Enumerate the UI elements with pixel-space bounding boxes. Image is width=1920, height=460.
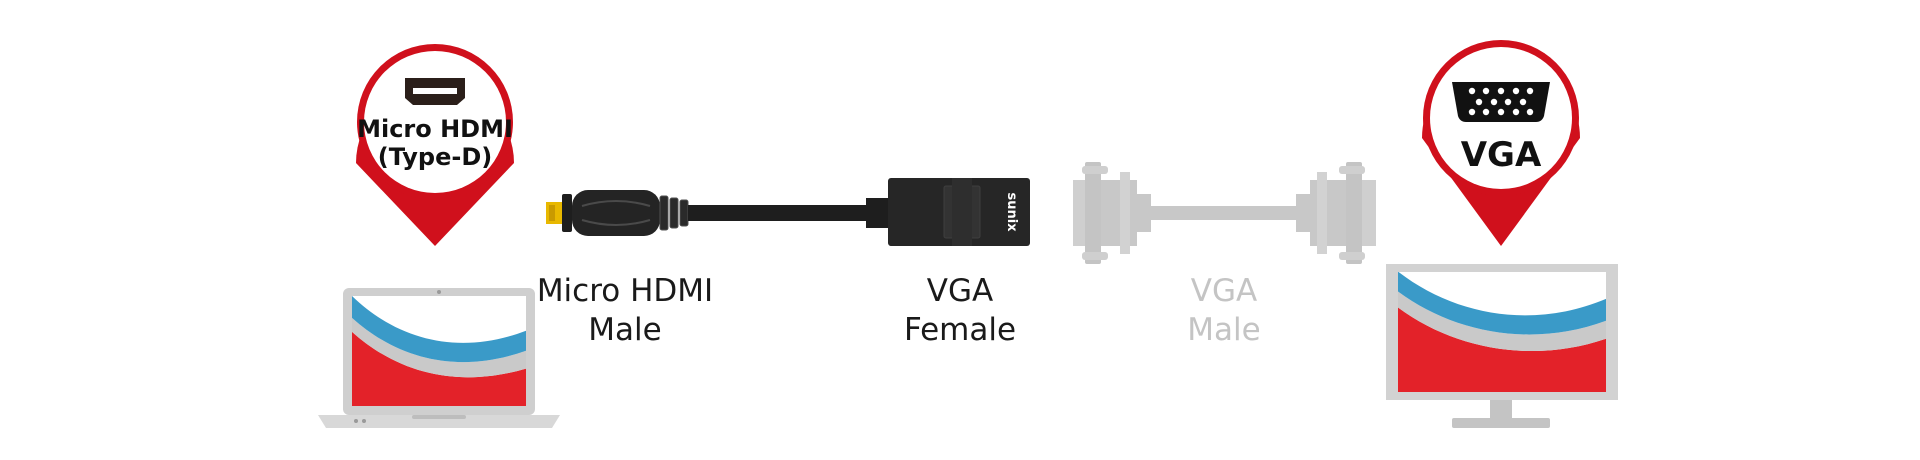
label-vga-female-line2: Female <box>903 312 1017 348</box>
vga-female-adapter: sunix <box>866 178 1030 246</box>
micro-hdmi-port-icon <box>405 78 465 105</box>
label-vga-female: VGA Female <box>880 272 1040 350</box>
vga-male-cable <box>1073 162 1376 264</box>
pin-left-line2: (Type-D) <box>378 143 492 171</box>
monitor-icon <box>1386 264 1618 428</box>
label-vga-male-line1: VGA <box>1190 273 1258 309</box>
micro-hdmi-connector <box>546 190 689 236</box>
micro-hdmi-pin-marker: Micro HDMI (Type-D) <box>356 44 514 246</box>
label-micro-hdmi-male-line2: Male <box>588 312 662 348</box>
label-micro-hdmi-male: Micro HDMI Male <box>510 272 740 350</box>
laptop-icon <box>318 288 560 428</box>
pin-right-line1: VGA <box>1461 135 1542 175</box>
vga-pin-marker: VGA <box>1422 40 1580 246</box>
label-micro-hdmi-male-line1: Micro HDMI <box>536 273 714 309</box>
micro-hdmi-cable <box>688 205 868 221</box>
label-vga-male: VGA Male <box>1146 272 1302 350</box>
pin-left-line1: Micro HDMI <box>357 115 513 143</box>
label-vga-male-line2: Male <box>1187 312 1261 348</box>
vga-port-icon <box>1452 82 1550 122</box>
adapter-brand-logo: sunix <box>1004 192 1019 232</box>
label-vga-female-line1: VGA <box>926 273 994 309</box>
